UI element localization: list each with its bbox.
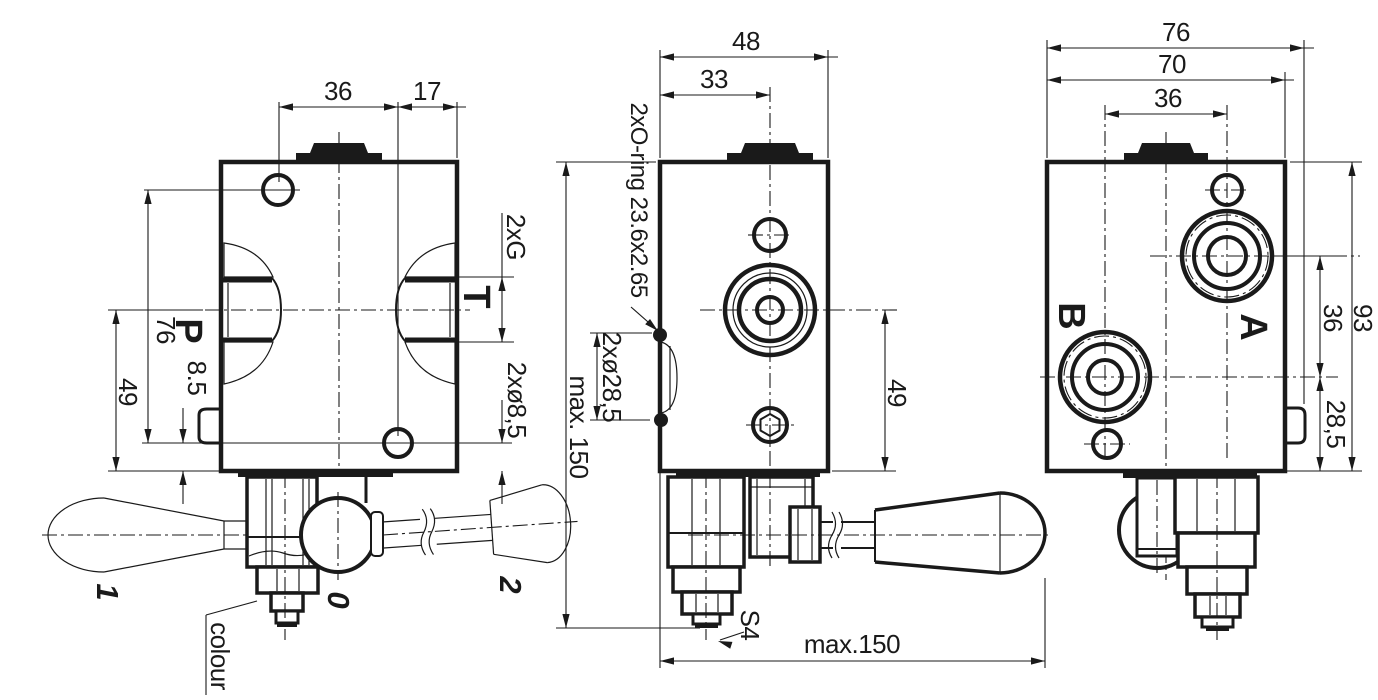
- front-left-dimensions: 2xO-ring 23.6x2.65 2xø28,5 max. 150: [556, 102, 700, 629]
- port-label-a: A: [1232, 313, 1274, 340]
- dim-8-5: 8.5: [182, 361, 212, 396]
- left-view-right-dimensions: 2xG T 2xø8,5: [455, 213, 532, 504]
- colour-note: colour: [205, 600, 258, 695]
- side-tab-right: [1285, 406, 1307, 445]
- mounting-hole-top-right: [1210, 173, 1244, 207]
- left-view-top-dimensions: 36 17: [278, 76, 466, 436]
- port-label-b: B: [1050, 302, 1092, 329]
- dim-17: 17: [413, 76, 441, 106]
- lever-position-2: [382, 484, 578, 564]
- top-plug-front: [727, 143, 813, 162]
- left-view: 36 17 76 49 8.5 P: [42, 76, 578, 695]
- dim-2xd28-5: 2xø28,5: [597, 332, 627, 422]
- right-view-top-dimensions: 76 70 36: [1046, 17, 1314, 404]
- label-s4: S4: [735, 610, 765, 641]
- dim-36-right-top: 36: [1154, 83, 1182, 113]
- label-2xg: 2xG: [501, 214, 531, 260]
- label-2xd8-5: 2xø8,5: [502, 362, 532, 439]
- dim-76: 76: [151, 316, 181, 344]
- ball-joint: [299, 496, 377, 574]
- dim-93: 93: [1348, 304, 1378, 332]
- top-plug-right: [1124, 143, 1208, 162]
- dim-70: 70: [1158, 49, 1186, 79]
- port-t-section: [394, 242, 456, 385]
- lever-pos-2-label: 2: [493, 575, 528, 593]
- dim-49-left: 49: [113, 378, 143, 406]
- lever-pos-0-label: 0: [321, 591, 356, 608]
- top-plug: [296, 143, 382, 162]
- right-view: B A 76 70 36 93: [1040, 17, 1378, 640]
- dim-48: 48: [732, 26, 760, 56]
- dim-max150-horizontal: max.150: [804, 629, 900, 659]
- front-bottom-dimensions: S4 max.150: [659, 473, 1046, 668]
- dim-36-left: 36: [324, 76, 352, 106]
- front-view: 2xO-ring 23.6x2.65 2xø28,5 max. 150 48: [556, 26, 1052, 668]
- adjuster-assembly-right: [1117, 471, 1260, 640]
- dim-max150-vertical: max. 150: [564, 376, 594, 479]
- port-label-t: T: [455, 285, 497, 308]
- lever-position-1: [42, 497, 270, 573]
- dim-49-front: 49: [882, 379, 912, 407]
- port-label-p: P: [167, 318, 209, 343]
- adjuster-assembly-front: [666, 471, 1052, 640]
- left-view-left-dimensions: 76 49 8.5 P: [108, 189, 512, 504]
- lever-pos-1-label: 1: [90, 583, 125, 600]
- dim-36-right: 36: [1318, 304, 1348, 332]
- oring-label: 2xO-ring 23.6x2.65: [625, 102, 652, 297]
- right-view-right-dimensions: 93 36 28,5: [1267, 161, 1378, 472]
- dim-33: 33: [700, 64, 728, 94]
- dim-76-right: 76: [1162, 17, 1190, 47]
- socket-screw: [746, 406, 794, 444]
- o-ring-grooves: [653, 328, 678, 427]
- front-top-dimensions: 48 33: [659, 26, 838, 158]
- dim-28-5: 28,5: [1321, 400, 1351, 449]
- colour-note-text: colour: [205, 622, 235, 691]
- port-p-section: [222, 242, 283, 385]
- valve-body-front: [657, 159, 831, 474]
- lever-handle-front: [820, 491, 1047, 575]
- main-port-boss: [722, 262, 818, 358]
- port-b-boss: [1057, 329, 1153, 425]
- front-right-dimensions: 49: [832, 310, 912, 472]
- adjuster-assembly-left: [238, 471, 393, 640]
- side-tab: [197, 407, 221, 445]
- mounting-hole-bottom-right: [1091, 428, 1123, 460]
